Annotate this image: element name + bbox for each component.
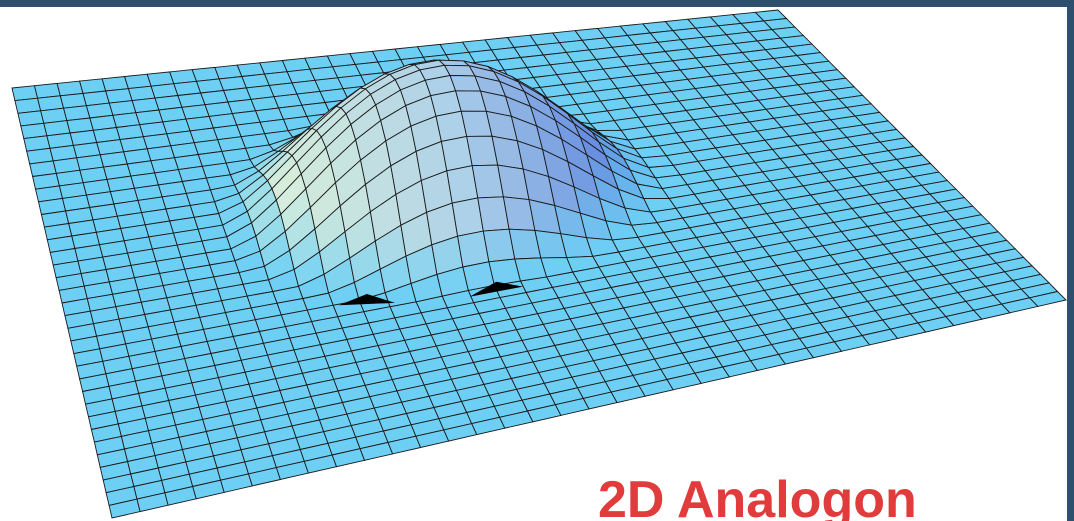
flat-grid-cell [1028,291,1067,307]
bowl-surface-cell [585,237,620,257]
rim-shadow [338,294,396,306]
bowl-surface-cell [624,207,658,226]
right-border-bar [1067,0,1074,521]
caption-title: 2D Analogon [598,471,917,521]
rim-shadow [469,281,523,297]
top-border-bar [0,0,1074,7]
flat-grid-cell [566,255,600,273]
bowl-surface-cell [605,220,639,241]
flat-grid-cell [643,198,677,213]
